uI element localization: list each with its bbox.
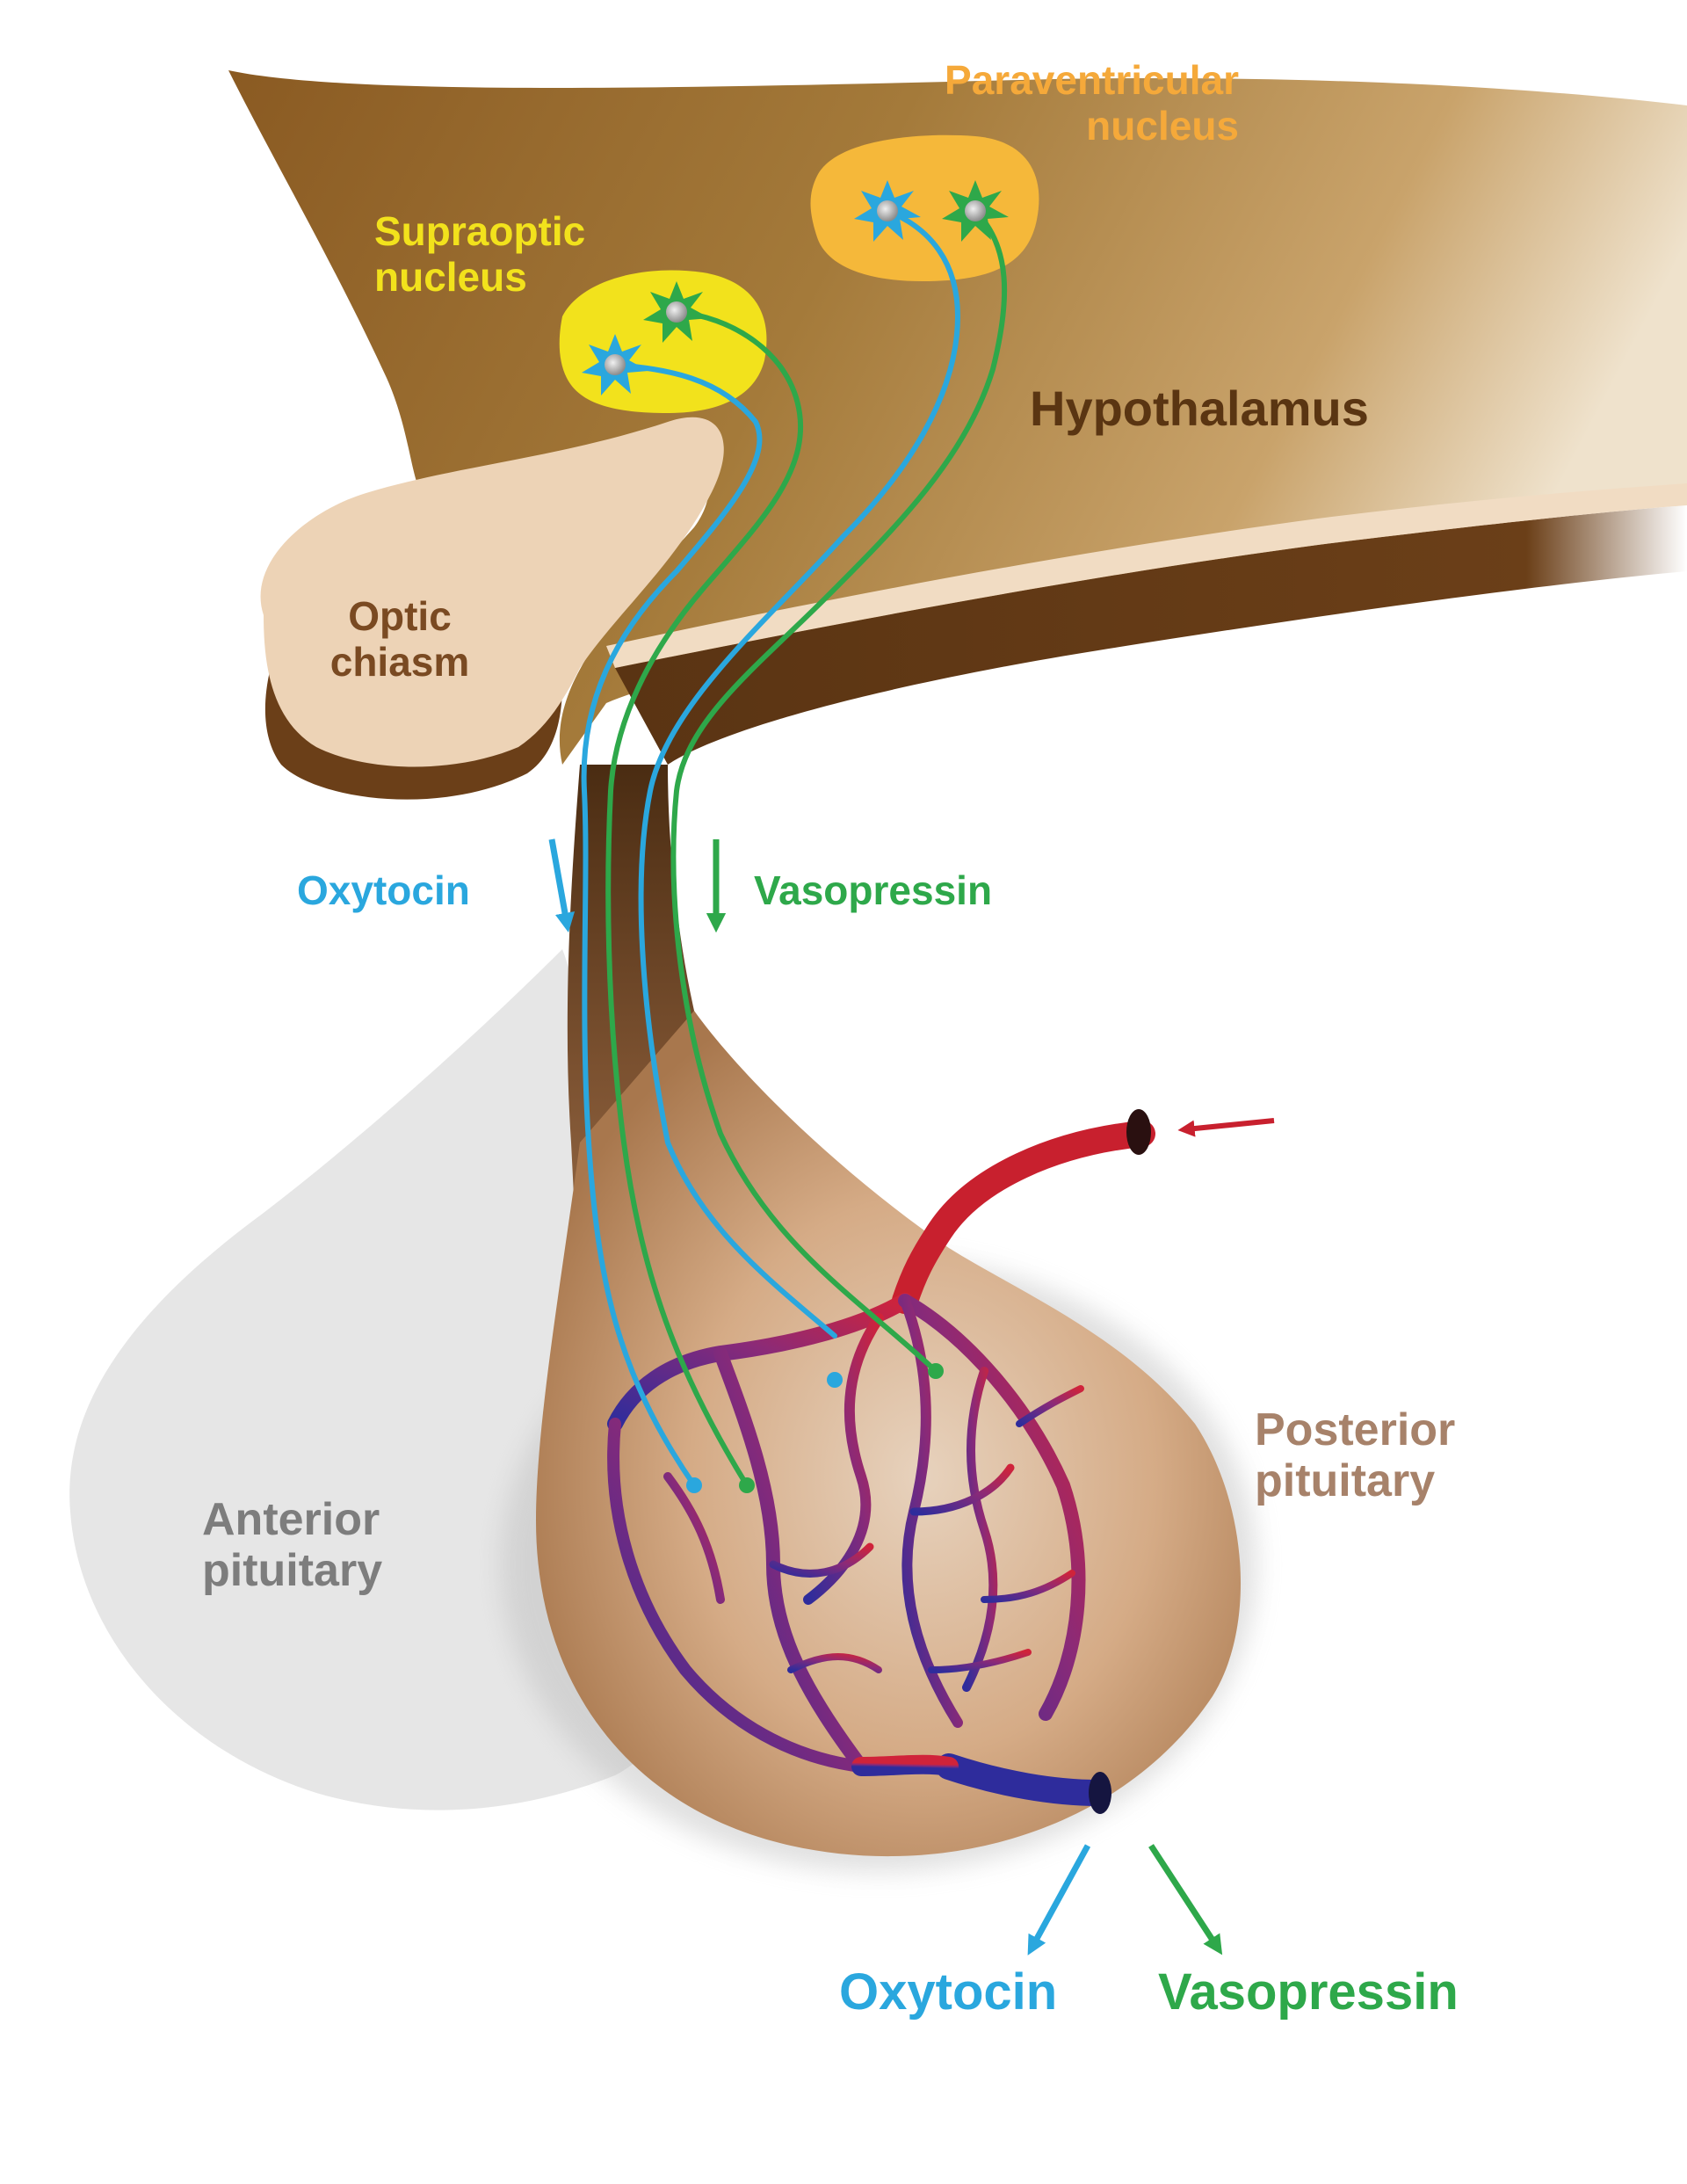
- vein-trunk: [936, 1753, 1111, 1806]
- supraoptic-label-line1: Supraoptic: [374, 208, 586, 254]
- posterior-pituitary-label: Posterior pituitary: [1255, 1404, 1455, 1506]
- anterior-pituitary-label: Anterior pituitary: [202, 1494, 382, 1596]
- vasopressin-label-top: Vasopressin: [754, 867, 993, 913]
- optic-chiasm-top: [260, 417, 724, 767]
- oxytocin-release-arrow-top: [548, 838, 576, 933]
- hypothalamus-floor: [615, 505, 1687, 765]
- oxytocin-label-top: Oxytocin: [297, 867, 470, 913]
- oxytocin-label-bottom: Oxytocin: [839, 1963, 1058, 2021]
- optic-chiasm-label: Optic chiasm: [308, 593, 492, 685]
- supraoptic-label: Supraoptic nucleus: [374, 208, 586, 300]
- artery-opening: [1126, 1109, 1151, 1155]
- vasopressin-release-arrow-bottom: [1148, 1844, 1223, 1955]
- artery-trunk: [892, 1121, 1155, 1314]
- oxytocin-axons: [581, 208, 961, 1488]
- posterior-pituitary-label-line2: pituitary: [1255, 1455, 1436, 1507]
- vasopressin-label-bottom: Vasopressin: [1158, 1963, 1459, 2021]
- posterior-pituitary-label-line1: Posterior: [1255, 1404, 1456, 1455]
- vein-opening: [1089, 1772, 1111, 1814]
- paraventricular-nucleus: [810, 134, 1039, 281]
- oxytocin-neuron-supraoptic: [582, 334, 648, 395]
- paraventricular-label: Paraventricular nucleus: [861, 57, 1239, 149]
- optic-chiasm-label-line1: Optic: [348, 593, 452, 639]
- paraventricular-label-line2: nucleus: [1086, 102, 1239, 149]
- vasopressin-terminal: [928, 1363, 944, 1379]
- anterior-pituitary-label-line2: pituitary: [202, 1545, 383, 1597]
- vasopressin-neuron-supraoptic: [643, 281, 710, 343]
- hypothalamus-label: Hypothalamus: [1030, 381, 1369, 436]
- vasopressin-terminal: [739, 1477, 755, 1493]
- optic-chiasm-label-line2: chiasm: [329, 638, 470, 685]
- supraoptic-label-line2: nucleus: [374, 253, 527, 300]
- hypothalamus-shape: [228, 70, 1687, 765]
- blood-inflow-arrow: [1177, 1118, 1275, 1137]
- vasopressin-neuron-paraventricular: [942, 180, 1009, 242]
- oxytocin-terminal: [827, 1372, 843, 1388]
- oxytocin-neuron-paraventricular: [854, 180, 921, 242]
- paraventricular-label-line1: Paraventricular: [945, 57, 1239, 103]
- hypothalamus-floor-highlight: [606, 483, 1687, 668]
- oxytocin-release-arrow-bottom: [1027, 1844, 1091, 1955]
- vasopressin-axons: [605, 208, 1008, 1488]
- anterior-pituitary-label-line1: Anterior: [202, 1494, 380, 1545]
- oxytocin-terminal: [686, 1477, 702, 1493]
